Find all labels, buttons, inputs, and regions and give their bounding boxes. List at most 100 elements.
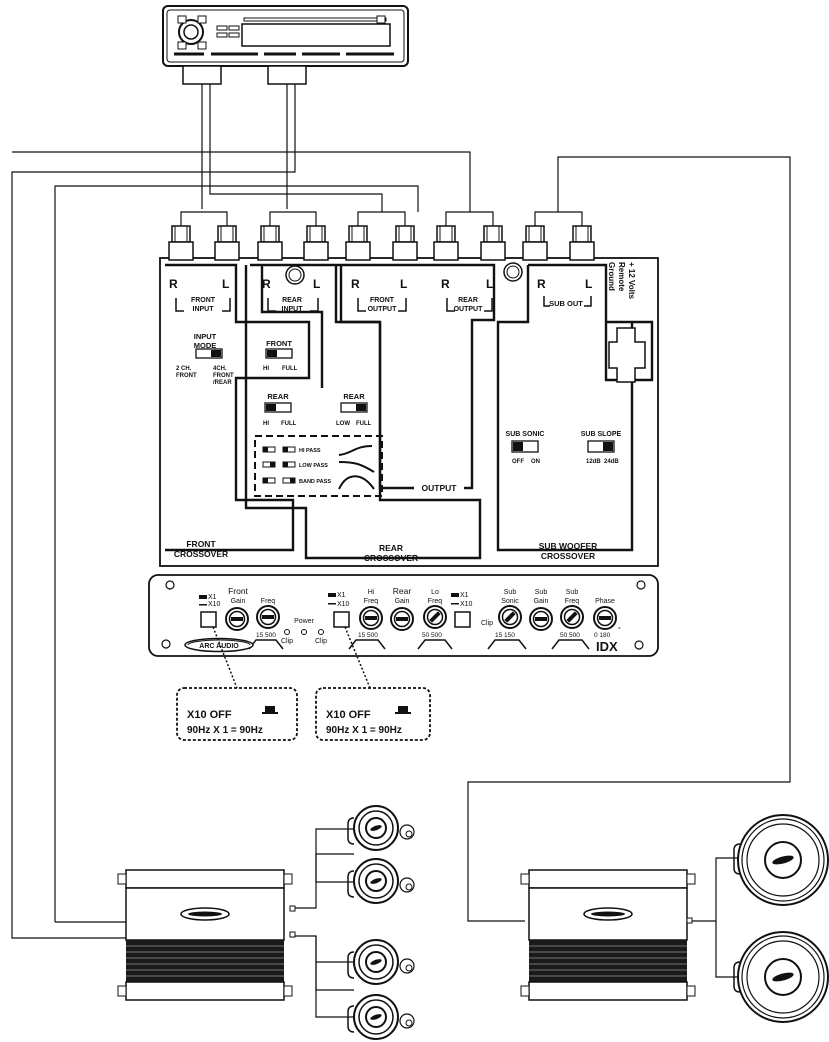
rear-x1-label: X1 [337,592,346,599]
rear-output-label-1: REAR [458,297,478,304]
front-output-label-1: FRONT [370,297,395,304]
front-output-l: L [400,277,407,291]
low-pass-curve [338,461,375,473]
rear-hi-full-switch: REAR HI FULL [263,392,297,427]
panel-screw-tl [165,580,175,590]
speakers-left [347,805,415,1040]
subwoofers [733,814,829,1023]
sub-out-port: R L SUB OUT [537,277,592,308]
front-switch-right: FULL [282,366,298,372]
front-switch-toggle[interactable] [265,348,293,359]
sub-slope-toggle[interactable] [587,440,615,453]
rear-hi-freq-knob[interactable] [359,606,383,630]
sub-slope-24db: 24dB [604,459,619,465]
input-mode-switch: INPUT MODE 2 CH. FRONT 4CH. FRONT /REAR [176,332,234,386]
callout-rear: X10 OFF 90Hz X 1 = 90Hz [315,687,431,741]
input-mode-opt2-line1: 4CH. [213,366,227,372]
sub-out-l: L [585,277,592,291]
front-freq-knob[interactable] [256,605,280,629]
front-hi-full-switch: FRONT HI FULL [263,339,298,372]
input-mode-title-1: INPUT [194,332,217,341]
rear-switch-left-toggle[interactable] [264,402,292,413]
phase-range: 0 180 [594,632,611,639]
callout-front-line2: 90Hz X 1 = 90Hz [187,725,263,736]
rear-input-r: R [262,277,271,291]
sub-gain-label: Gain [534,598,549,605]
rear-low-full-switch: REAR LOW FULL [336,392,372,427]
sub-out-label: SUB OUT [549,299,583,308]
callout-rear-line1: X10 OFF [326,709,371,721]
clip-label-2: Clip [315,638,327,645]
phase-knob[interactable] [593,606,617,630]
sub-gain-sub-label: Sub [535,589,548,596]
front-gain-knob[interactable] [225,607,249,631]
amplifier-left [117,869,296,1001]
filter-legend: HI PASS LOW PASS BAND PASS [254,435,383,497]
label-remote: Remote [617,262,626,292]
sub-freq-knob[interactable] [560,605,584,629]
panel-screw-br [634,640,644,650]
speaker-front-left [347,805,415,851]
rear-lo-freq-range: 50 500 [422,632,442,639]
rear-hi-label: Hi [368,589,375,596]
sub-slope-title: SUB SLOPE [581,431,622,438]
sub-freq-sub-label: Sub [566,589,579,596]
rear-output-label-2: OUTPUT [454,306,484,313]
amplifier-right [520,869,696,1001]
rear-switch-left-right: FULL [281,421,297,427]
subwoofer-bottom [733,931,829,1023]
sub-x10-button[interactable] [454,611,471,628]
crossover-box: R L FRONT INPUT R L REAR INPUT R L FRONT… [159,225,659,567]
rear-switch-left-title: REAR [267,392,289,401]
rear-switch-right-title: REAR [343,392,365,401]
front-freq-range: 15 500 [256,632,276,639]
rear-x10-button[interactable] [333,611,350,628]
clip-led-2 [318,629,324,635]
rear-lo-freq-knob[interactable] [423,605,447,629]
label-12-volts: + 12 Volts [627,262,636,300]
rear-input-label-2: INPUT [282,306,304,313]
sub-sonic-knob[interactable] [498,605,522,629]
sub-sonic-toggle[interactable] [511,440,539,453]
rear-x10-label: X10 [337,601,350,608]
sub-sonic-label: Sonic [501,598,519,605]
front-crossover-label-2: CROSSOVER [174,549,228,559]
rear-input-port: R L REAR INPUT [262,277,320,313]
sub-slope-switch: SUB SLOPE 12dB 24dB [581,431,622,465]
sub-sonic-off: OFF [512,459,524,465]
rear-lo-freq-label: Freq [428,598,443,605]
phase-label: Phase [595,598,615,605]
sub-x10-label: X10 [460,601,473,608]
rear-switch-left-left: HI [263,421,269,427]
front-output-port: R L FRONT OUTPUT [351,277,407,313]
rear-output-port: R L REAR OUTPUT [441,277,493,313]
front-output-r: R [351,277,360,291]
power-led [301,629,307,635]
front-x10-label: X10 [208,601,221,608]
input-mode-opt2-line2: FRONT [213,373,234,379]
input-mode-toggle[interactable] [195,348,223,359]
power-label: Power [294,618,315,625]
sub-gain-knob[interactable] [529,607,553,631]
brand-logo: ARC AUDIO [184,637,254,653]
input-mode-title-2: MODE [194,341,217,350]
sub-sonic-title: SUB SONIC [506,431,545,438]
input-mode-opt1-line1: 2 CH. [176,366,192,372]
input-mode-opt2-line3: /REAR [213,380,232,386]
sub-clip-label: Clip [481,620,493,627]
signal-wires [11,84,791,1018]
output-label-group: OUTPUT [414,482,464,493]
front-x10-button[interactable] [200,611,217,628]
label-ground: Ground [607,262,616,291]
output-label: OUTPUT [422,483,458,493]
rear-switch-right-toggle[interactable] [340,402,368,413]
front-crossover-label-1: FRONT [186,539,216,549]
hi-pass-curve [338,445,373,456]
power-terminal-block [608,327,646,383]
clip-led-1 [284,629,290,635]
sub-sonic-switch: SUB SONIC OFF ON [506,431,545,465]
power-terminal-labels: + 12 Volts Remote Ground [607,262,636,300]
front-input-port: R L FRONT INPUT [169,277,231,313]
rear-gain-knob[interactable] [390,607,414,631]
